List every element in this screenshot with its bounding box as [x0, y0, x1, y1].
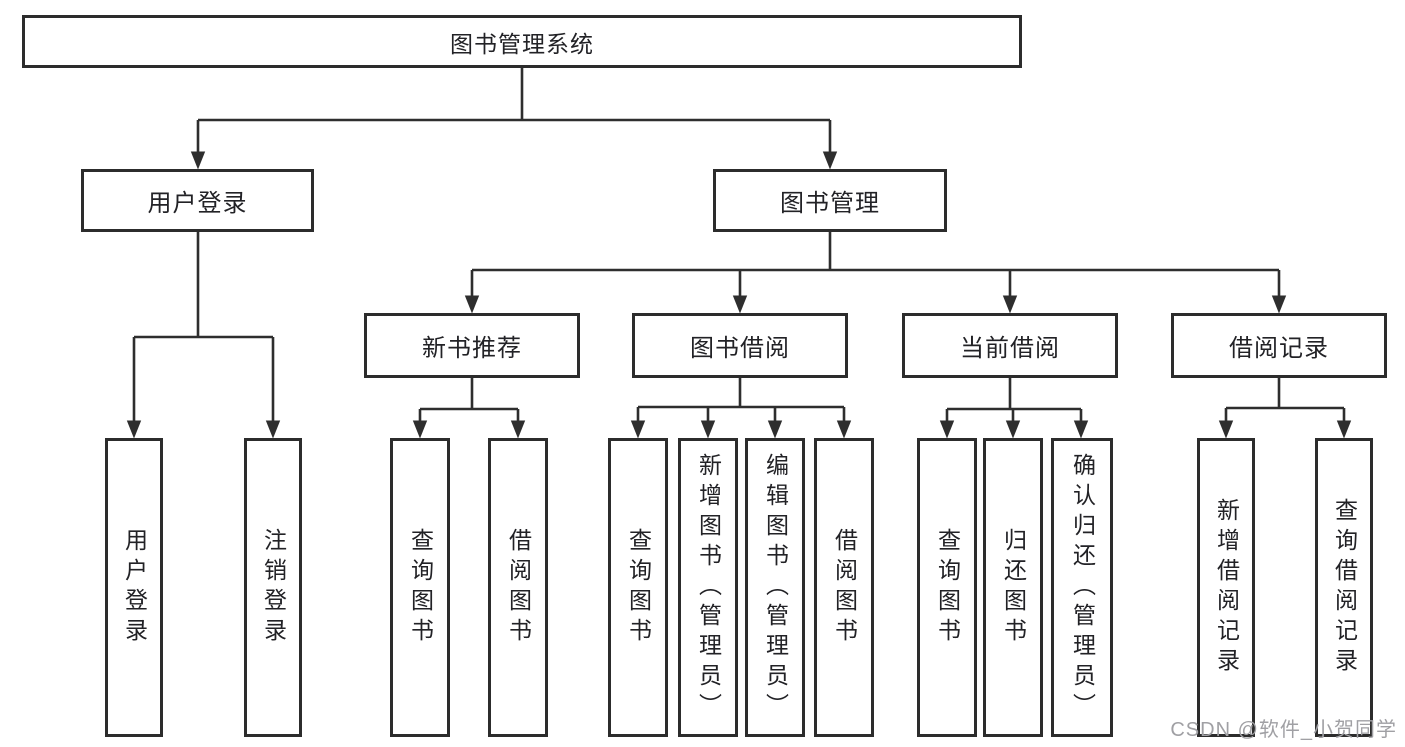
- leaf-borrow-add-books-admin: 新增图书（管理员）: [678, 438, 738, 737]
- node-current-borrowing: 当前借阅: [902, 313, 1118, 378]
- node-label: 新书推荐: [422, 335, 522, 362]
- node-label: 查询图书: [407, 527, 434, 648]
- node-label: 当前借阅: [960, 335, 1060, 362]
- node-label: 新增图书（管理员）: [695, 452, 722, 723]
- node-label: 图书管理系统: [450, 30, 594, 57]
- leaf-borrow-borrow-books: 借阅图书: [814, 438, 874, 737]
- node-borrowing-records: 借阅记录: [1171, 313, 1387, 378]
- node-label: 注销登录: [260, 527, 287, 648]
- leaf-recommend-query-books: 查询图书: [390, 438, 450, 737]
- leaf-current-return-books: 归还图书: [983, 438, 1043, 737]
- leaf-recommend-borrow-books: 借阅图书: [488, 438, 548, 737]
- node-label: 借阅图书: [831, 527, 858, 648]
- node-book-management: 图书管理: [713, 169, 947, 232]
- leaf-records-query-borrow-record: 查询借阅记录: [1315, 438, 1373, 737]
- node-label: 归还图书: [1000, 527, 1027, 648]
- leaf-user-login: 用户登录: [105, 438, 163, 737]
- node-label: 借阅图书: [505, 527, 532, 648]
- node-label: 图书管理: [780, 190, 880, 217]
- leaf-current-query-books: 查询图书: [917, 438, 977, 737]
- leaf-borrow-query-books: 查询图书: [608, 438, 668, 737]
- node-user-login: 用户登录: [81, 169, 314, 232]
- node-new-book-recommendation: 新书推荐: [364, 313, 580, 378]
- node-label: 借阅记录: [1229, 335, 1329, 362]
- leaf-borrow-edit-books-admin: 编辑图书（管理员）: [745, 438, 805, 737]
- node-book-management-system: 图书管理系统: [22, 15, 1022, 68]
- node-label: 用户登录: [121, 527, 148, 648]
- leaf-current-confirm-return-admin: 确认归还（管理员）: [1051, 438, 1113, 737]
- node-label: 编辑图书（管理员）: [762, 452, 789, 723]
- node-label: 图书借阅: [690, 335, 790, 362]
- node-label: 查询图书: [625, 527, 652, 648]
- leaf-records-add-borrow-record: 新增借阅记录: [1197, 438, 1255, 737]
- node-label: 确认归还（管理员）: [1069, 452, 1096, 723]
- node-label: 用户登录: [147, 190, 248, 217]
- leaf-logout: 注销登录: [244, 438, 302, 737]
- node-book-borrowing: 图书借阅: [632, 313, 848, 378]
- node-label: 查询图书: [934, 527, 961, 648]
- csdn-watermark: CSDN @软件_小贺同学: [1170, 719, 1397, 741]
- node-label: 查询借阅记录: [1331, 497, 1358, 678]
- node-label: 新增借阅记录: [1213, 497, 1240, 678]
